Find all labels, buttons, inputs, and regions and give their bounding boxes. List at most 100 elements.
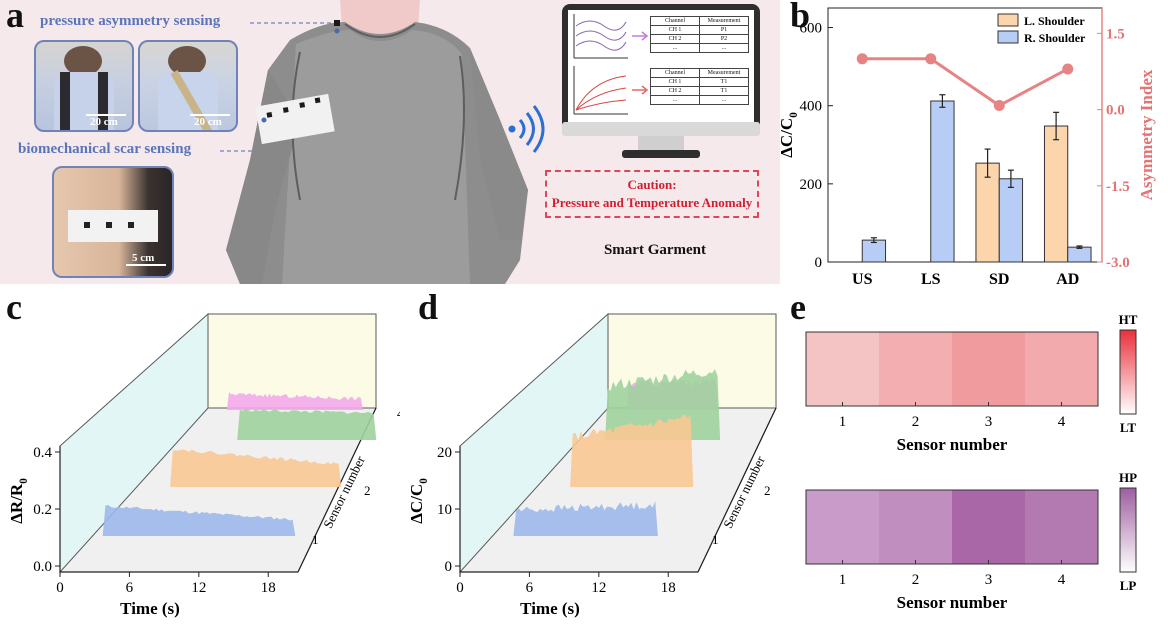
legend-swatch [997,30,1019,44]
asymmetry-point [1062,63,1074,75]
table-cell: CH 2 [650,34,700,44]
x-tick-label: 6 [126,580,134,596]
x-tick-label: 1 [839,572,847,588]
legend-label: R. Shoulder [1024,31,1086,45]
table-cell: CH 1 [650,77,700,87]
bar [1067,246,1092,263]
x-tick-label: 0 [56,580,64,596]
table-cell: T1 [699,86,749,96]
y-tick-label: 0 [815,255,823,271]
table-cell: CH 1 [650,25,700,35]
bar [998,178,1024,263]
y-tick-label: 0 [445,559,453,575]
x-tick-label: 1 [839,414,847,430]
panel-letter-d: d [418,287,439,327]
x-tick-label: 4 [1058,414,1066,430]
caution-message: Pressure and Temperature Anomaly [551,195,753,210]
y-tick-label: 0.0 [33,559,52,575]
series-area [84,505,298,536]
y-tick-label: 0.4 [33,445,52,461]
asymmetry-point [856,53,868,65]
heatmap-frame [805,331,1099,407]
heatmap-cell [1025,332,1098,406]
table-cell: P2 [699,34,749,44]
table-cell: CH 2 [650,86,700,96]
scalebar-label: 20 cm [194,116,222,128]
series-area [130,449,344,487]
x-tick-label: 6 [526,580,534,596]
colorbar-low-label: LT [1120,420,1136,435]
depth-axis [697,407,777,573]
y2-tick-label: 1.5 [1106,26,1125,42]
photo-arm-band: 5 cm [52,166,174,278]
sensor-tick-label: 1 [712,532,719,547]
heatmap-cell [952,332,1025,406]
smart-garment-label: Smart Garment [603,242,707,258]
y-tick-label: 400 [800,99,823,115]
y-tick-label: 10 [437,502,452,518]
x-tick-label: 2 [912,572,920,588]
table-header: Measurement [699,68,749,78]
asymmetry-line [862,57,1069,108]
panel-a-illustration: a 20 cm 20 cm 5 cm pressure asymmetry se… [0,0,780,284]
label-pressure-asymmetry: pressure asymmetry sensing [40,13,221,29]
series-area [530,414,744,487]
colorbar [1119,487,1137,573]
panel-letter-b: b [790,0,811,35]
y-tick-label: 0.2 [33,502,52,518]
bar [861,239,887,263]
y-axis-label: ΔC/C0 [777,112,800,158]
x-tick-label: 12 [191,580,206,596]
table-header: Measurement [699,16,749,26]
x-tick-label: LS [921,271,941,288]
x-tick-label: 2 [912,414,920,430]
y2-axis-label: Asymmetry Index [1137,69,1156,200]
bar [1043,125,1069,263]
colorbar-low-label: LP [1120,578,1137,593]
x-tick-label: 12 [591,580,606,596]
sensor-tick-label: 2 [364,483,371,498]
bar [975,162,1000,263]
x-tick-label: US [852,271,873,288]
x-axis-label: Sensor number [897,593,1008,612]
back-wall [207,313,377,409]
heatmap-cell [952,490,1025,564]
y-axis-label: ΔR/R0 [7,478,30,524]
photo-backpack-front: 20 cm [34,40,134,132]
x-tick-label: SD [989,271,1009,288]
heatmap-cell [879,490,952,564]
table-header: Channel [650,16,700,26]
x-tick-label: 18 [661,580,676,596]
y2-tick-label: -1.5 [1106,179,1130,195]
asymmetry-point [993,100,1005,112]
x-axis-label: Time (s) [120,599,180,618]
y2-tick-label: -3.0 [1106,255,1130,271]
photo-shoulder-bag: 20 cm [138,40,238,132]
x-axis-label: Sensor number [897,435,1008,454]
series-area [195,392,365,410]
legend-label: L. Shoulder [1024,14,1085,28]
legend-swatch [997,13,1019,27]
heatmap-cell [806,332,879,406]
sensor-tick-label: 4 [397,406,400,421]
series-area [484,501,698,536]
heatmap-frame [805,489,1099,565]
table-cell: T1 [699,77,749,87]
colorbar-high-label: HP [1119,470,1137,485]
asymmetry-point [925,53,937,65]
series-area [165,409,379,440]
x-tick-label: 3 [985,414,993,430]
heatmap-cell [879,332,952,406]
x-axis-label: Time (s) [520,599,580,618]
x-tick-label: AD [1056,271,1079,288]
table-cell: ... [699,43,749,53]
table-cell: ... [699,95,749,105]
y2-tick-label: 0.0 [1106,103,1125,119]
series-area [565,369,779,440]
table-cell: ... [650,95,700,105]
scalebar-label: 5 cm [132,252,155,264]
panel-letter-a: a [6,0,24,35]
